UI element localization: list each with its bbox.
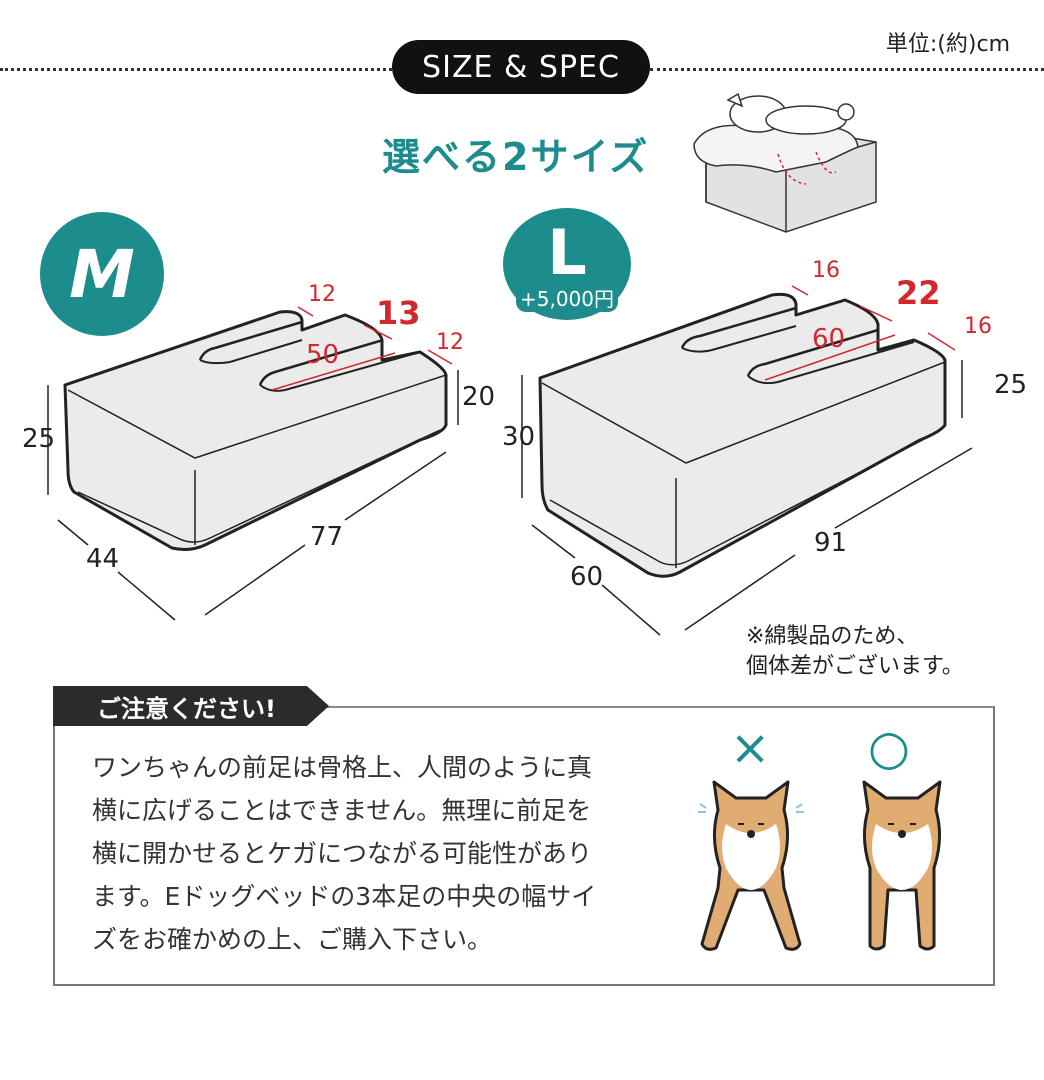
l-leg-length: 60	[812, 324, 846, 354]
dog-on-bed-illustration	[693, 92, 877, 233]
good-circle-icon: ○	[868, 720, 910, 776]
size-m-bed-diagram	[47, 306, 459, 621]
size-m-badge: M	[40, 212, 164, 336]
size-l-badge: L +5,000円	[503, 208, 631, 320]
size-l-bed-diagram	[521, 285, 973, 636]
section-title-pill: SIZE & SPEC	[392, 40, 650, 94]
note-line-1: ※綿製品のため、	[746, 624, 919, 649]
m-side-leg-width-right: 12	[436, 330, 464, 355]
m-length: 77	[310, 522, 344, 552]
headline: 選べる2サイズ	[382, 135, 650, 179]
unit-label: 単位:(約)cm	[885, 32, 1010, 57]
caution-title-tab: ご注意ください!	[53, 686, 329, 726]
dog-splayed-legs-illustration	[698, 780, 804, 951]
m-center-leg-width: 13	[376, 294, 421, 332]
cotton-variance-note: ※綿製品のため、 個体差がございます。	[746, 622, 964, 682]
l-outer-height: 30	[502, 422, 536, 452]
note-line-2: 個体差がございます。	[746, 654, 964, 679]
l-leg-height: 25	[994, 370, 1028, 400]
l-center-leg-width: 22	[896, 274, 941, 312]
caution-line: ます。Eドッグベッドの3本足の中央の幅サイ	[92, 882, 597, 911]
dog-straight-legs-illustration	[862, 780, 942, 951]
l-side-leg-width-right: 16	[964, 314, 992, 339]
m-depth: 44	[86, 544, 120, 574]
l-length: 91	[814, 528, 848, 558]
caution-text: ワンちゃんの前足は骨格上、人間のように真 横に広げることはできません。無理に前足…	[92, 746, 632, 961]
m-outer-height: 25	[22, 424, 56, 454]
size-l-label: L	[547, 216, 587, 289]
bad-cross-icon: ×	[730, 720, 771, 776]
m-leg-height: 20	[462, 382, 496, 412]
caution-line: ワンちゃんの前足は骨格上、人間のように真	[92, 753, 593, 782]
caution-title: ご注意ください!	[97, 694, 276, 723]
size-l-price-extra: +5,000円	[515, 283, 618, 312]
m-leg-length: 50	[306, 340, 340, 370]
caution-box	[53, 706, 995, 986]
divider-right	[650, 68, 1044, 71]
size-m-label: M	[69, 235, 135, 313]
caution-line: 横に広げることはできません。無理に前足を	[92, 796, 592, 825]
caution-line: 横に開かせるとケガにつながる可能性があり	[92, 839, 593, 868]
l-side-leg-width-left: 16	[812, 258, 840, 283]
caution-line: ズをお確かめの上、ご購入下さい。	[92, 925, 493, 954]
divider-left	[0, 68, 392, 71]
section-title: SIZE & SPEC	[422, 49, 620, 85]
m-side-leg-width-left: 12	[308, 282, 336, 307]
l-depth: 60	[570, 562, 604, 592]
